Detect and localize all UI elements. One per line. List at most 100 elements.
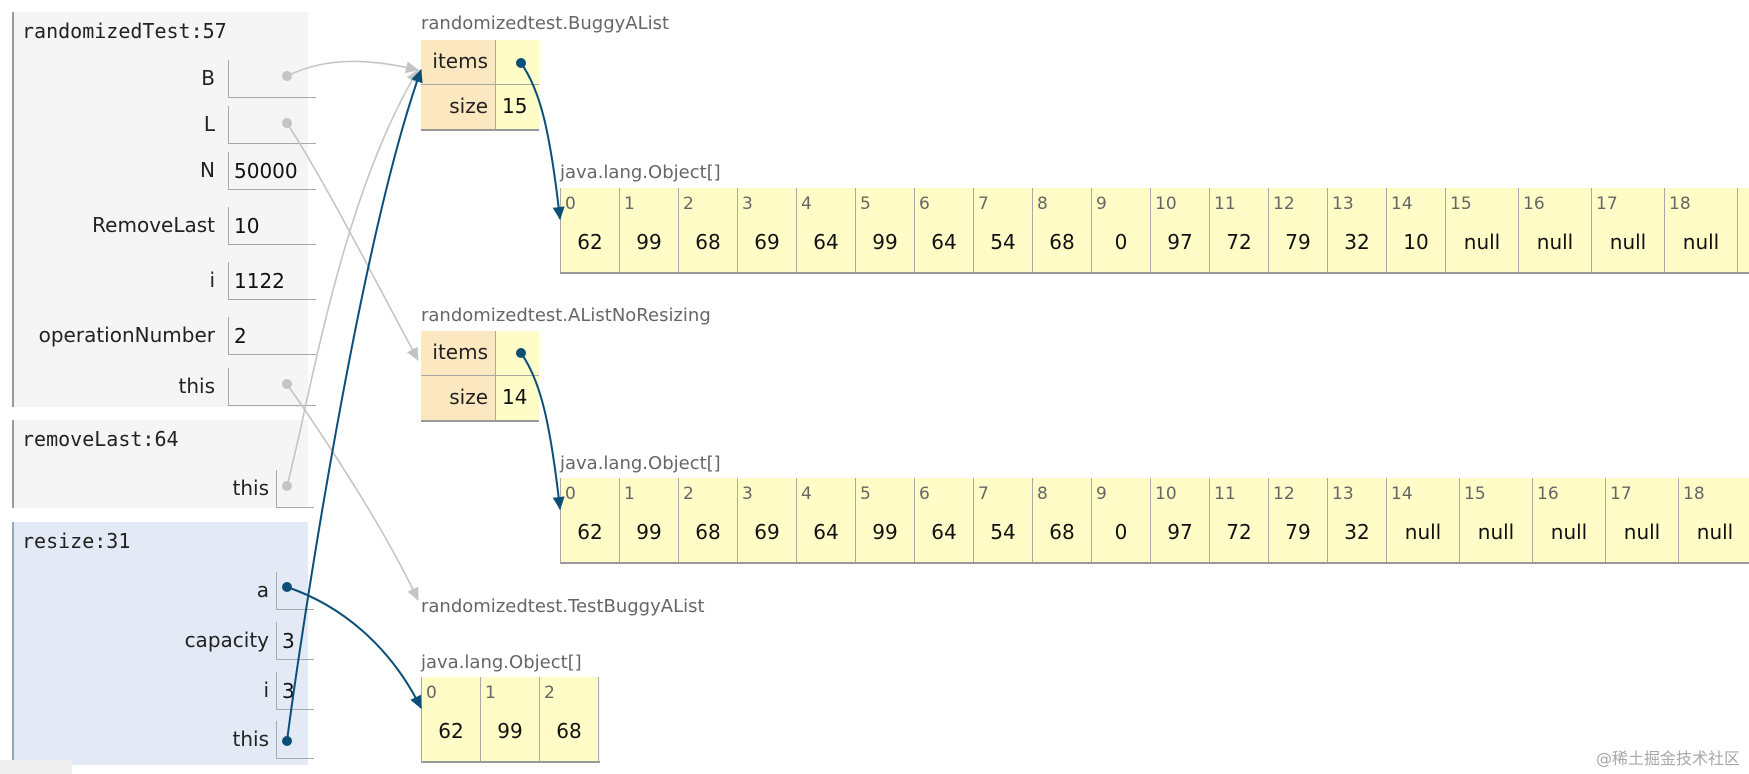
frame-remove-last[interactable]: removeLast:64 this bbox=[12, 420, 314, 508]
variable-b[interactable]: B bbox=[14, 60, 316, 98]
array-index: 4 bbox=[801, 194, 812, 214]
array-value: 79 bbox=[1285, 230, 1311, 254]
field-pointer[interactable] bbox=[496, 40, 539, 84]
value-slot[interactable]: 2 bbox=[228, 317, 316, 355]
array-value: 32 bbox=[1344, 230, 1370, 254]
array-value: 62 bbox=[577, 230, 603, 254]
pointer-slot[interactable] bbox=[228, 106, 316, 144]
field-items[interactable]: items bbox=[421, 40, 539, 84]
variable-l[interactable]: L bbox=[14, 106, 316, 144]
value-slot[interactable]: 10 bbox=[228, 207, 316, 245]
value-slot[interactable]: 3 bbox=[276, 622, 314, 660]
pointer-slot[interactable] bbox=[276, 572, 314, 610]
array-value: 68 bbox=[1049, 230, 1075, 254]
variable-this[interactable]: this bbox=[14, 470, 314, 508]
frame-randomized-test[interactable]: randomizedTest:57 B L N 50000 RemoveLast… bbox=[12, 12, 316, 407]
field-size[interactable]: size 14 bbox=[421, 376, 539, 420]
variable-this[interactable]: this bbox=[14, 368, 316, 406]
value-slot[interactable]: 50000 bbox=[228, 152, 316, 190]
field-size[interactable]: size 15 bbox=[421, 85, 539, 129]
variable-i[interactable]: i 3 bbox=[14, 672, 314, 710]
variable-value: 1122 bbox=[234, 269, 285, 293]
variable-operation-number[interactable]: operationNumber 2 bbox=[14, 317, 316, 355]
variable-a[interactable]: a bbox=[14, 572, 314, 610]
variable-i[interactable]: i 1122 bbox=[14, 262, 316, 300]
field-name: size bbox=[449, 385, 488, 409]
pointer-slot[interactable] bbox=[228, 60, 316, 98]
variable-remove-last[interactable]: RemoveLast 10 bbox=[14, 207, 316, 245]
object-alist-no-resizing[interactable]: items size 14 bbox=[421, 331, 539, 422]
variable-name: RemoveLast bbox=[92, 213, 215, 237]
pointer-slot[interactable] bbox=[228, 368, 316, 406]
object-buggy-alist[interactable]: items size 15 bbox=[421, 40, 539, 131]
pointer-slot[interactable] bbox=[276, 721, 314, 759]
array-cell[interactable]: 11 72 bbox=[1210, 478, 1269, 562]
variable-name: L bbox=[203, 112, 215, 136]
field-items[interactable]: items bbox=[421, 331, 539, 375]
value-slot[interactable]: 1122 bbox=[228, 262, 316, 300]
array-value: 68 bbox=[695, 230, 721, 254]
array-value: 72 bbox=[1226, 520, 1252, 544]
array-index: 11 bbox=[1214, 484, 1236, 504]
field-key: size bbox=[421, 376, 496, 420]
array-value: null bbox=[1696, 520, 1734, 544]
array-value: 68 bbox=[556, 719, 582, 743]
array-index: 17 bbox=[1596, 194, 1618, 214]
variable-n[interactable]: N 50000 bbox=[14, 152, 316, 190]
array-value: 69 bbox=[754, 230, 780, 254]
array-value: 54 bbox=[990, 520, 1016, 544]
variable-this[interactable]: this bbox=[14, 721, 314, 759]
field-pointer[interactable] bbox=[496, 331, 539, 375]
field-value: 14 bbox=[496, 376, 539, 420]
variable-capacity[interactable]: capacity 3 bbox=[14, 622, 314, 660]
value-slot[interactable]: 3 bbox=[276, 672, 314, 710]
frame-resize[interactable]: resize:31 a capacity 3 i 3 this bbox=[12, 522, 314, 765]
pointer-slot[interactable] bbox=[276, 470, 314, 508]
array-index: 14 bbox=[1391, 484, 1413, 504]
